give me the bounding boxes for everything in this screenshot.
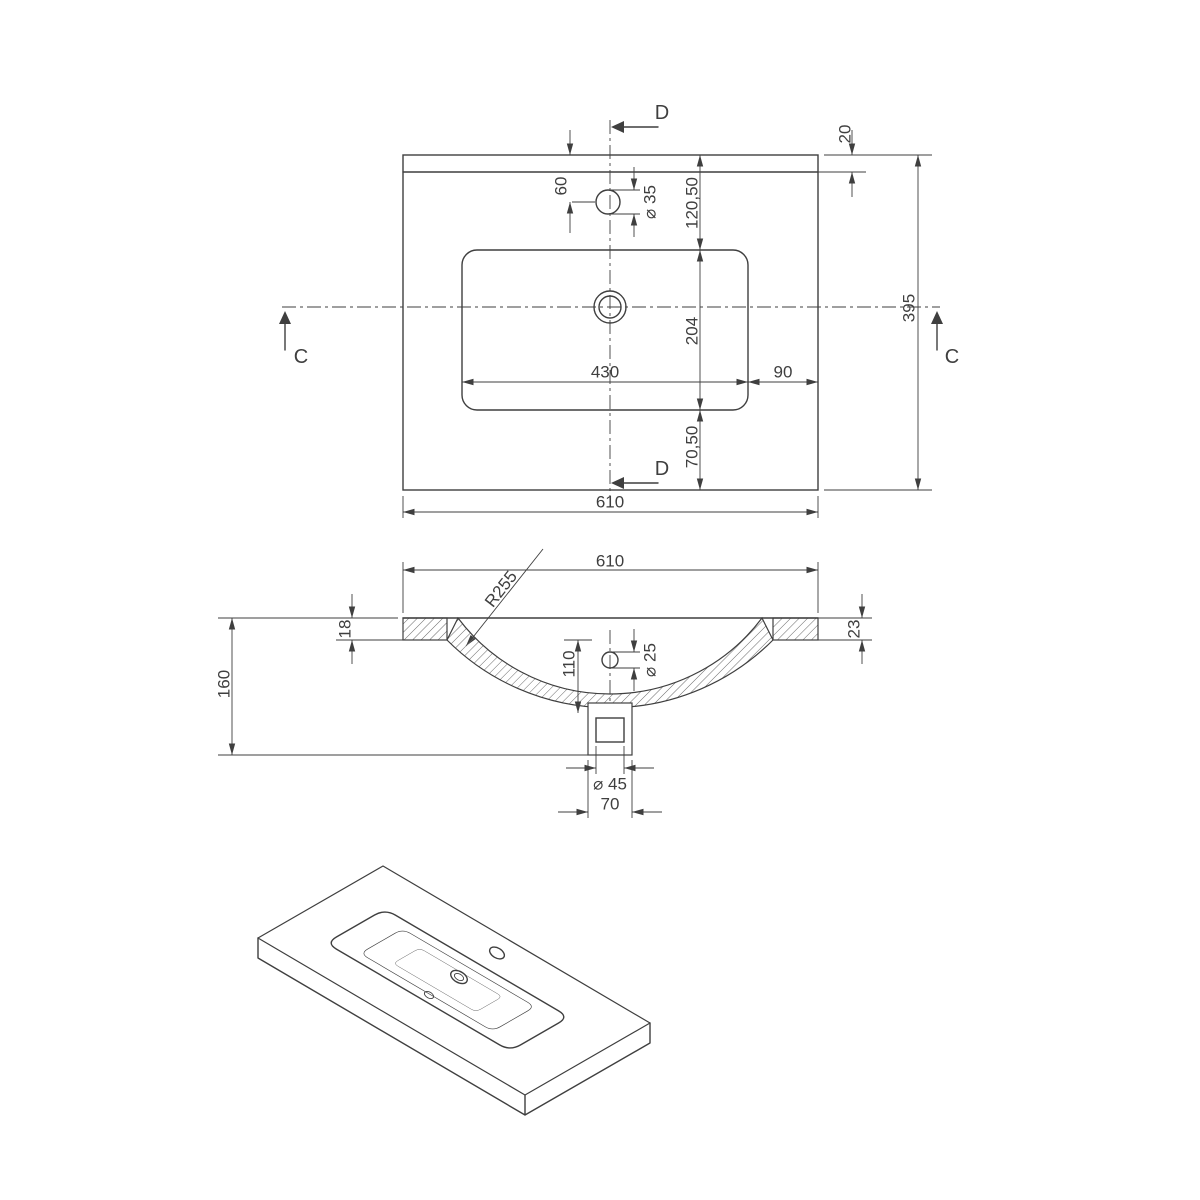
- basin-inner-contour-1: [363, 930, 532, 1030]
- dim-label-160: 160: [215, 670, 234, 698]
- dim-label-430: 430: [591, 363, 619, 382]
- drain-inner: [598, 295, 622, 319]
- dim-faucet-hole: ⌀ 35: [610, 167, 660, 237]
- dim-label-d45: ⌀ 45: [593, 775, 627, 794]
- dim-plan-width: 610: [402, 493, 819, 518]
- drain-body: [587, 702, 633, 756]
- dim-label-610-section: 610: [596, 552, 624, 571]
- section-marker-c-right: C: [931, 311, 959, 368]
- plan-view: 60 ⌀ 35 120,50 204 70,50 20: [279, 102, 959, 518]
- dim-depth: 395: [824, 154, 932, 491]
- dim-label-60: 60: [552, 177, 571, 196]
- dim-thickness-right: 23: [818, 594, 872, 664]
- dim-basin-width: 430 90: [462, 363, 818, 386]
- dim-label-204: 204: [683, 317, 702, 345]
- iso-drain-outer: [450, 969, 468, 985]
- slab-side-faces: [257, 937, 651, 1116]
- dim-drain-width: 70: [558, 760, 662, 818]
- isometric-view: [257, 865, 651, 1116]
- dim-label-110: 110: [560, 650, 579, 677]
- dim-section-width: 610: [402, 552, 819, 613]
- dim-label-120-50: 120,50: [683, 177, 702, 229]
- faucet-hole: [595, 189, 621, 215]
- section-marker-c-left: C: [279, 311, 308, 368]
- drain-outer: [593, 290, 627, 324]
- iso-drain-inner: [453, 972, 465, 982]
- dim-bowl-radius: R255: [465, 548, 544, 647]
- dim-rim-band: 20: [818, 125, 866, 197]
- section-label-d-bottom: D: [655, 458, 669, 480]
- overflow-hole: [601, 651, 619, 669]
- dim-label-r255: R255: [481, 567, 521, 611]
- countertop-outline: [402, 154, 819, 491]
- section-marker-d-top: D: [611, 102, 669, 133]
- right-rim-hatch: [772, 617, 819, 641]
- dim-bowl-depth: 110: [560, 639, 592, 713]
- dim-label-23: 23: [845, 620, 864, 639]
- section-view: 610 R255 18 23: [215, 548, 872, 818]
- section-label-c-right: C: [945, 346, 959, 368]
- dim-label-d35: ⌀ 35: [641, 185, 660, 219]
- basin-outline: [461, 249, 749, 411]
- iso-faucet-hole: [488, 946, 506, 960]
- dim-faucet-offset: 60: [552, 130, 595, 233]
- dim-drain-hole: ⌀ 45: [566, 746, 654, 794]
- basin-recess-outline: [330, 911, 565, 1049]
- dim-thickness-left: 18: [336, 594, 403, 664]
- dim-depth-chain: 120,50 204 70,50: [683, 155, 704, 490]
- iso-overflow-hole: [423, 990, 435, 1000]
- dim-label-395: 395: [900, 294, 919, 322]
- dim-height: 160: [215, 617, 588, 756]
- dim-label-90: 90: [774, 363, 793, 382]
- drain-hole: [595, 717, 625, 743]
- left-rim-hatch: [402, 617, 448, 641]
- basin-bottom-contour: [395, 949, 501, 1011]
- dim-label-70-50: 70,50: [683, 426, 702, 469]
- section-label-d-top: D: [655, 102, 669, 124]
- section-marker-d-bottom: D: [611, 458, 669, 489]
- section-label-c-left: C: [294, 346, 308, 368]
- dim-overflow: ⌀ 25: [612, 629, 660, 691]
- dim-label-18: 18: [336, 620, 355, 639]
- dim-label-70: 70: [601, 795, 620, 814]
- dim-label-610-plan: 610: [596, 493, 624, 512]
- dim-label-20: 20: [836, 125, 855, 144]
- dim-label-d25: ⌀ 25: [641, 643, 660, 677]
